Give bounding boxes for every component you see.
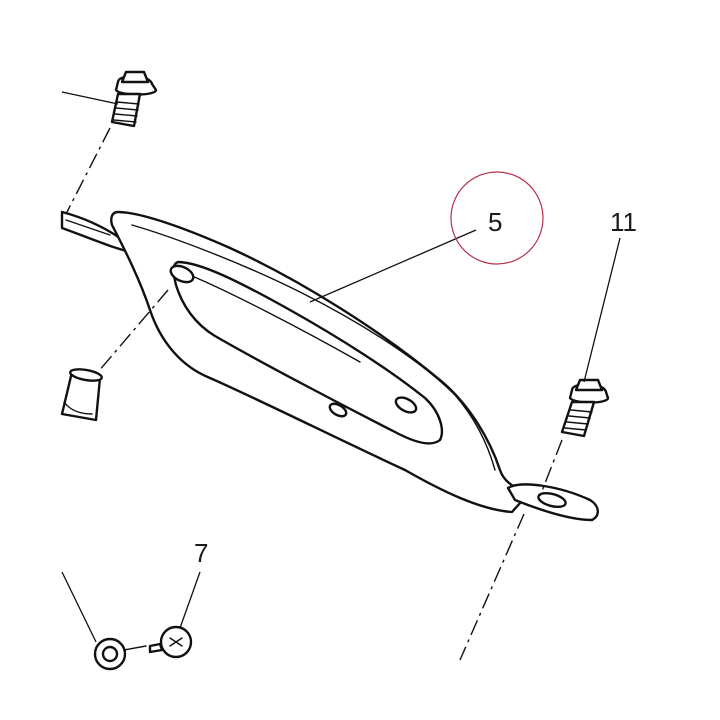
highlight-circle	[450, 171, 544, 265]
bolt-right[interactable]	[560, 378, 610, 438]
screw-bottom[interactable]	[148, 625, 193, 659]
callout-bolt-right-number: 11	[610, 207, 637, 237]
callout-screw-bottom-number: 7	[194, 538, 208, 568]
washer-bottom-left[interactable]	[93, 637, 147, 671]
callout-bracket-number: 5	[488, 207, 502, 237]
leader-lines	[61, 91, 621, 643]
bolt-top-left[interactable]	[110, 70, 158, 128]
bracket-part[interactable]	[110, 210, 599, 522]
assembly-axes	[65, 127, 563, 661]
spacer-bushing[interactable]	[60, 367, 103, 422]
